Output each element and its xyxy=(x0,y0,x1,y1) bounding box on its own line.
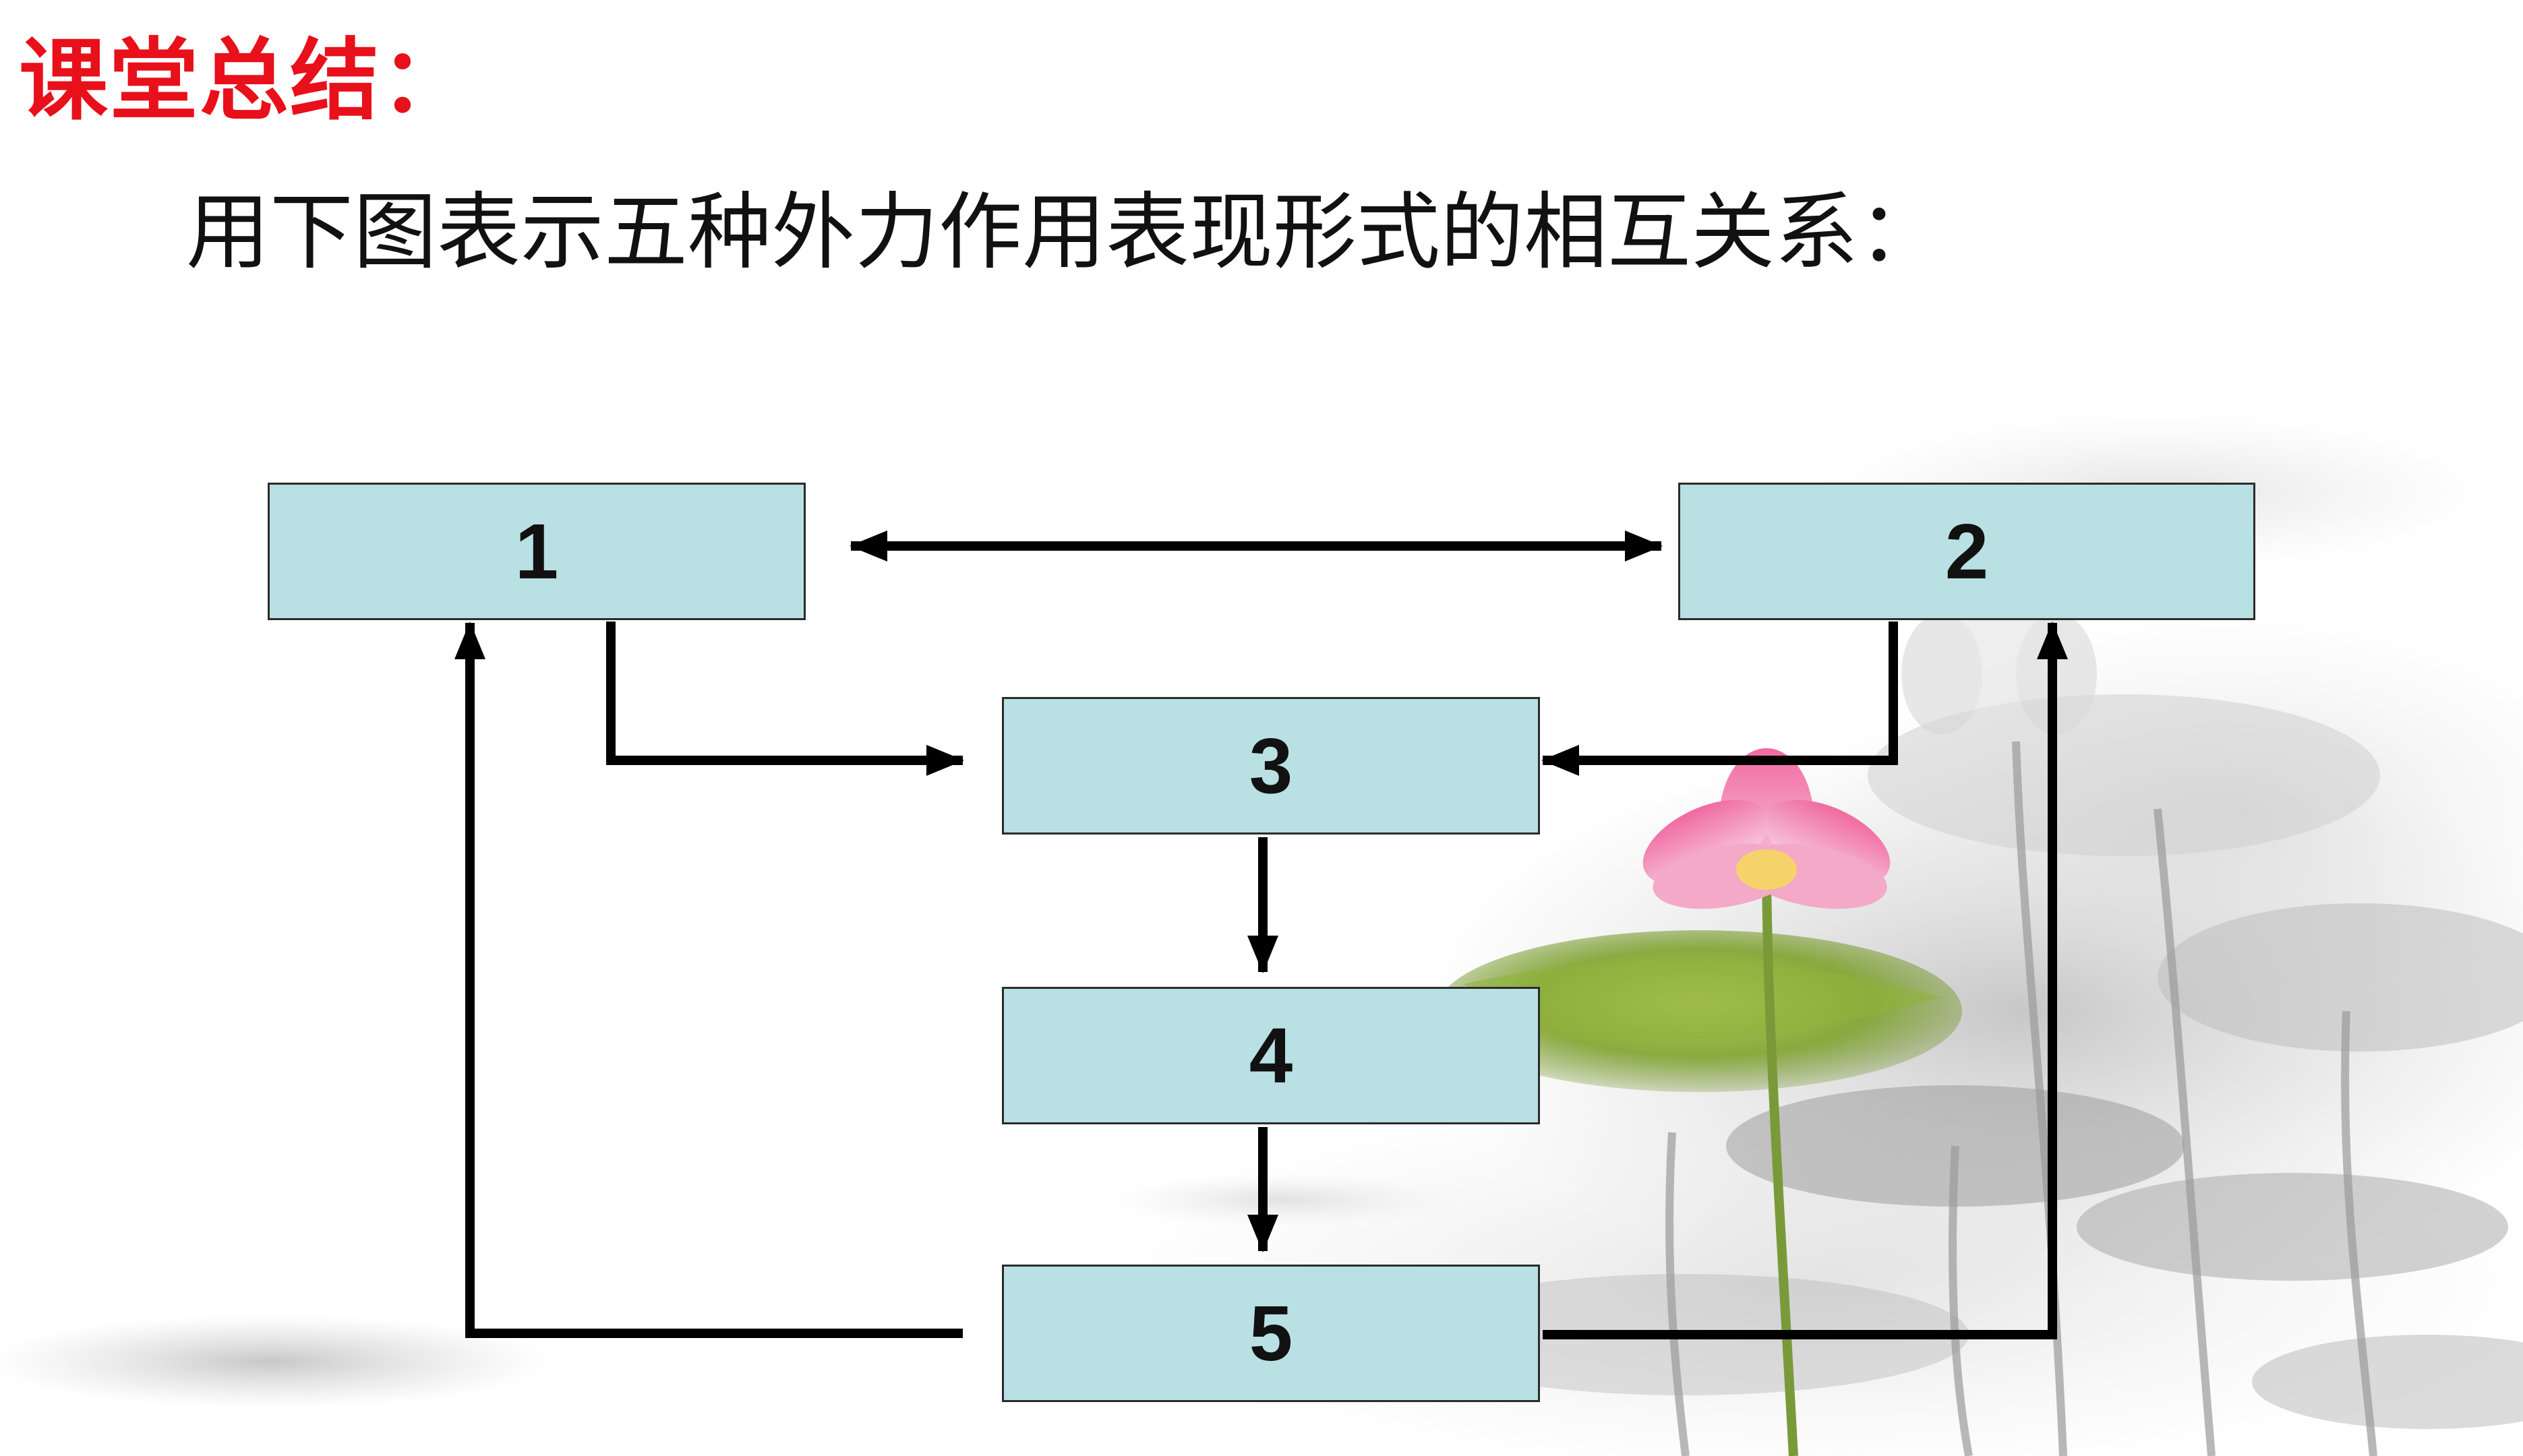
node-1: 1 xyxy=(268,483,806,620)
slide-title: 课堂总结： xyxy=(19,28,471,133)
slide-subtitle: 用下图表示五种外力作用表现形式的相互关系： xyxy=(186,184,1942,281)
node-4: 4 xyxy=(1002,987,1540,1124)
node-5: 5 xyxy=(1002,1265,1540,1402)
node-3: 3 xyxy=(1002,697,1540,835)
node-2: 2 xyxy=(1678,483,2255,620)
